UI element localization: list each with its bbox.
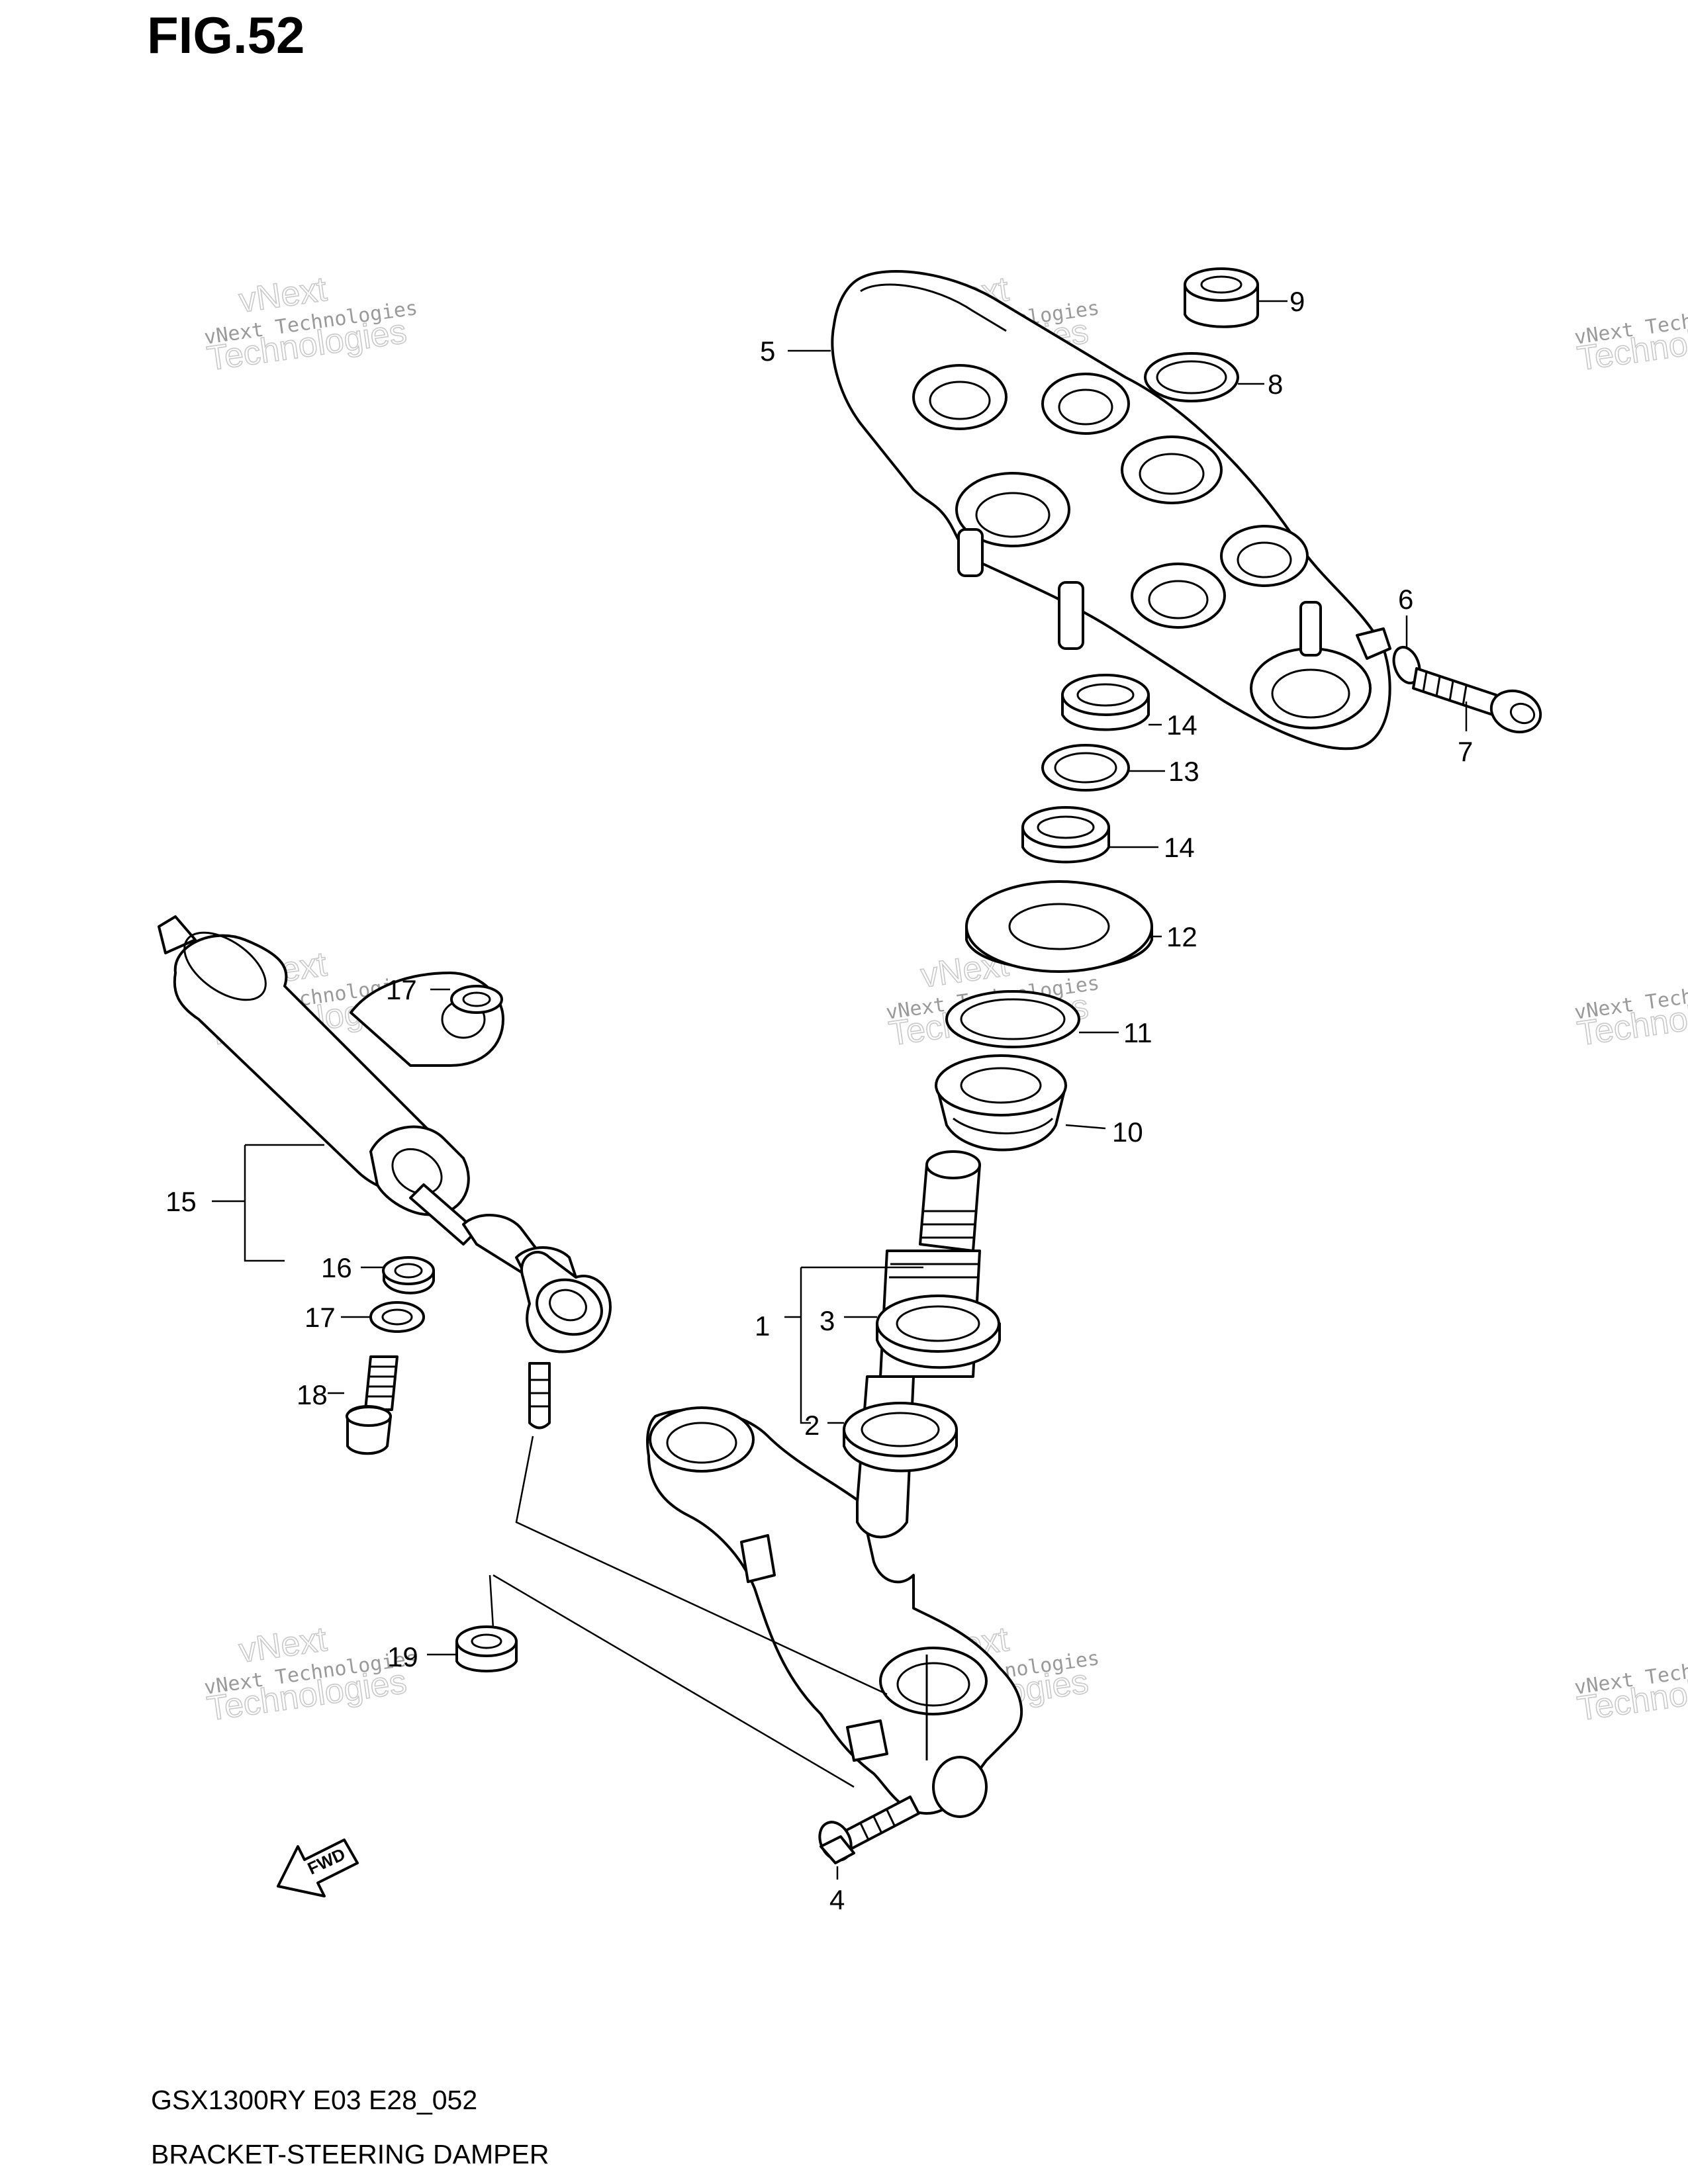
watermark: Technologies vNext Technologies: [1573, 296, 1688, 379]
callout-17-lower: 17: [305, 1302, 336, 1333]
nut-part-19: [455, 1625, 518, 1672]
callout-12: 12: [1166, 921, 1197, 952]
bearing-race-part-11: [945, 990, 1080, 1048]
diagram-model-code: GSX1300RY E03 E28_052: [151, 2085, 478, 2115]
callout-4: 4: [829, 1884, 845, 1915]
callout-14-lower: 14: [1164, 832, 1195, 863]
washer-part-17-lower: [369, 1301, 425, 1333]
callout-labels: 5 9 8 6 7 14 13 14 12 11 10 1 3 2 4 15 1…: [165, 286, 1473, 1915]
upper-bracket-part-5: [831, 270, 1391, 751]
callout-9: 9: [1289, 286, 1305, 317]
dust-seal-part-12: [965, 880, 1153, 973]
callout-8: 8: [1268, 369, 1283, 400]
bolt-part-18: [346, 1355, 399, 1455]
callout-11: 11: [1123, 1017, 1152, 1048]
damper-rod-end: [520, 1250, 612, 1430]
fwd-arrow-icon: FWD: [277, 1839, 359, 1897]
locknut-part-14-upper: [1061, 674, 1150, 731]
callout-16: 16: [321, 1252, 352, 1283]
callout-3: 3: [820, 1305, 835, 1336]
callout-2: 2: [804, 1410, 820, 1441]
bolt-part-7: [1412, 667, 1542, 734]
callout-1: 1: [755, 1310, 770, 1342]
bushing-part-16: [382, 1256, 435, 1295]
callout-17-upper: 17: [386, 974, 417, 1005]
steering-damper-part-15: [158, 915, 577, 1292]
callout-10: 10: [1112, 1116, 1143, 1148]
nut-part-9: [1184, 267, 1259, 328]
callout-15: 15: [165, 1186, 197, 1217]
callout-5: 5: [760, 336, 775, 367]
watermark: Technologies vNext Technologies: [1573, 972, 1688, 1054]
callout-18: 18: [297, 1379, 328, 1410]
locknut-part-14-lower: [1021, 806, 1110, 864]
callout-7: 7: [1458, 736, 1473, 767]
figure-title: FIG.52: [147, 6, 305, 64]
callout-19: 19: [387, 1641, 418, 1672]
washer-part-17-upper: [450, 985, 503, 1014]
callout-13: 13: [1168, 756, 1199, 787]
watermark: Technologies vNext Technologies: [1573, 1647, 1688, 1729]
bearing-part-10: [935, 1054, 1067, 1152]
callout-14-upper: 14: [1166, 709, 1197, 741]
washer-part-8: [1144, 352, 1239, 402]
diagram-name: BRACKET-STEERING DAMPER: [151, 2139, 549, 2169]
watermark: vNext Technologies vNext Technologies: [203, 269, 419, 379]
bearing-part-2: [843, 1402, 958, 1473]
seal-part-3: [876, 1295, 1001, 1369]
bolt-part-4: [818, 1796, 920, 1864]
washer-part-13: [1041, 744, 1130, 792]
callout-6: 6: [1398, 584, 1413, 615]
leader-lines: [212, 300, 1468, 1880]
lower-bracket-part-1: [646, 1406, 1023, 1818]
